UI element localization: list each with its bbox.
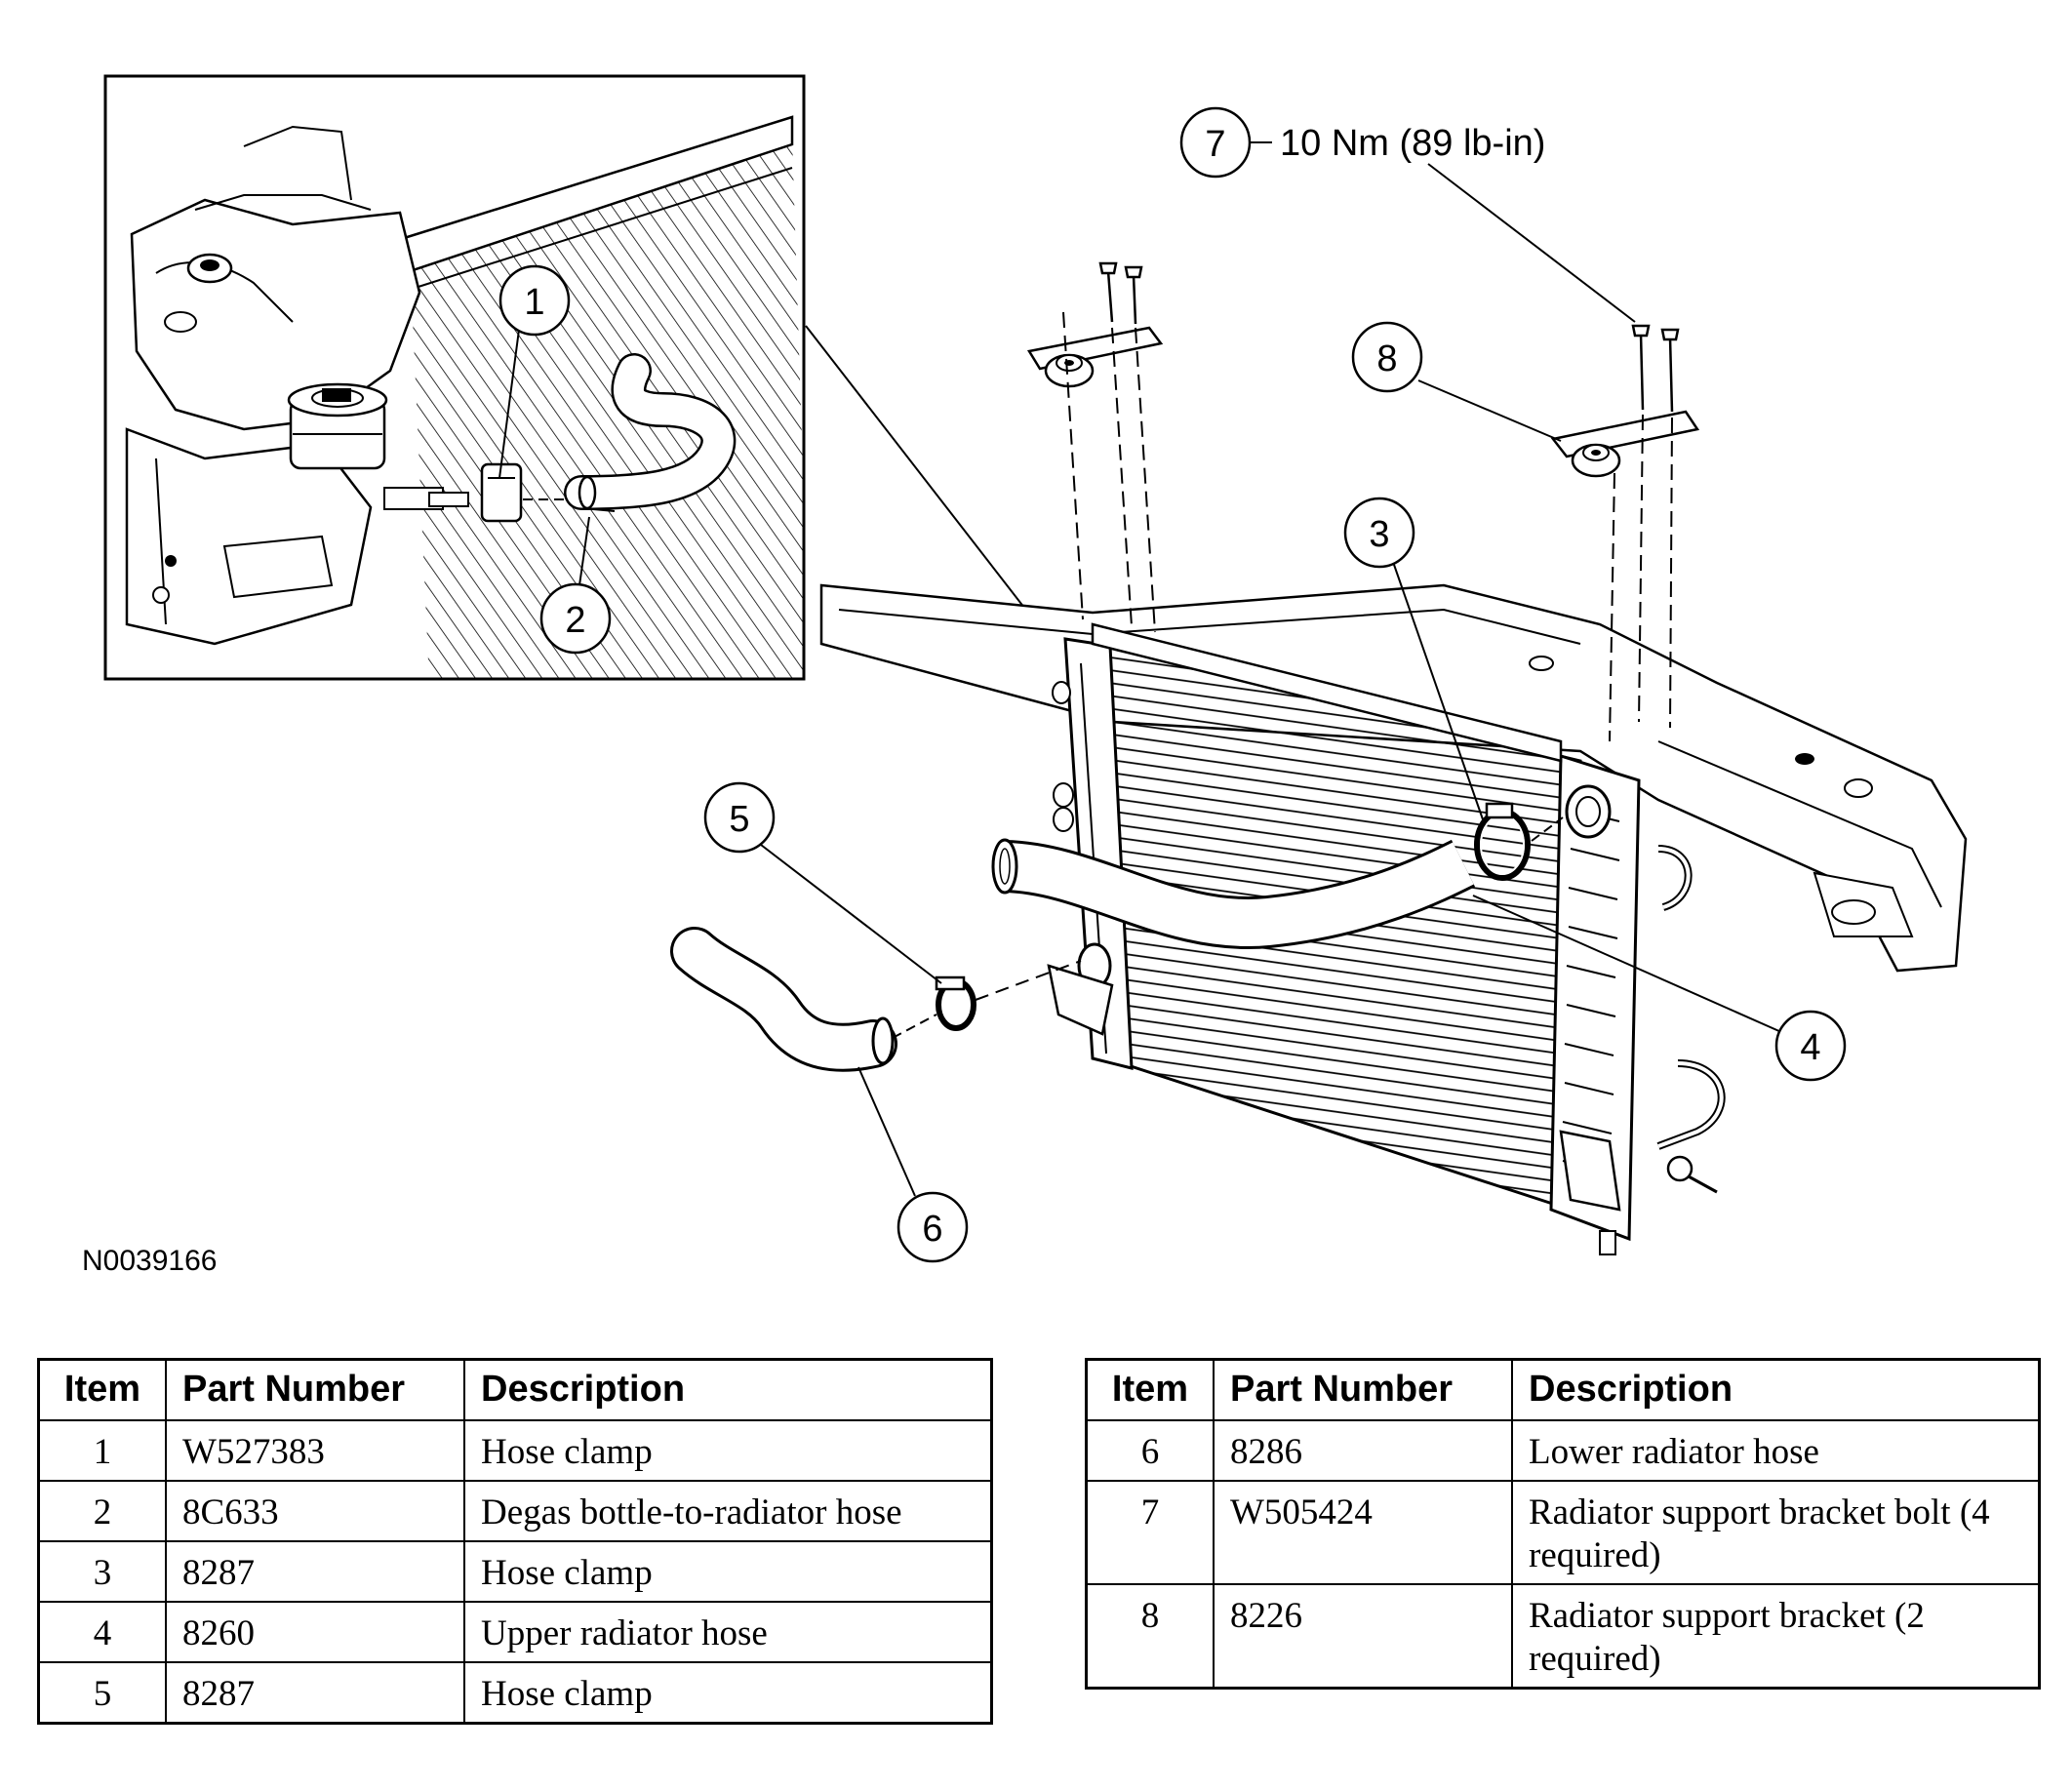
cell-part-number: 8286 [1213, 1419, 1513, 1482]
callout-8-label: 8 [1376, 338, 1397, 379]
hose-clamp-upper-drawing [1474, 802, 1531, 881]
radiator-assembly-drawing [670, 261, 1968, 1255]
radiator-support-bracket-right [1550, 410, 1700, 478]
parts-table-right: Item Part Number Description 6 8286 Lowe… [1085, 1358, 2041, 1690]
lower-radiator-hose-drawing [670, 927, 897, 1072]
bracket-bolts [1098, 261, 1680, 413]
cell-description: Radiator support bracket (2 required) [1511, 1583, 2041, 1690]
cell-item: 3 [37, 1540, 167, 1603]
cell-item: 4 [37, 1601, 167, 1663]
table-header-row: Item Part Number Description [1085, 1358, 2041, 1421]
figure-id: N0039166 [82, 1245, 218, 1277]
cell-item: 8 [1085, 1583, 1215, 1690]
callout-2: 2 [539, 516, 612, 655]
cell-item: 7 [1085, 1480, 1215, 1585]
torque-spec: 10 Nm (89 lb-in) [1280, 123, 1545, 164]
header-description: Description [463, 1358, 993, 1421]
table-row: 2 8C633 Degas bottle-to-radiator hose [37, 1480, 993, 1542]
cell-part-number: W505424 [1213, 1480, 1513, 1585]
cell-part-number: 8226 [1213, 1583, 1513, 1690]
radiator-support-bracket-left [1026, 326, 1164, 388]
table-row: 8 8226 Radiator support bracket (2 requi… [1085, 1583, 2041, 1690]
cell-description: Upper radiator hose [463, 1601, 993, 1663]
cell-description: Degas bottle-to-radiator hose [463, 1480, 993, 1542]
callout-4: 4 [1472, 895, 1847, 1082]
header-part-number: Part Number [1213, 1358, 1513, 1421]
cell-description: Radiator support bracket bolt (4 require… [1511, 1480, 2041, 1585]
callout-6-label: 6 [922, 1209, 942, 1250]
callout-5: 5 [703, 781, 942, 984]
cell-part-number: 8C633 [165, 1480, 465, 1542]
table-row: 4 8260 Upper radiator hose [37, 1601, 993, 1663]
callout-2-label: 2 [565, 600, 585, 641]
table-row: 5 8287 Hose clamp [37, 1661, 993, 1725]
hose-clamp-lower-drawing [935, 975, 976, 1031]
table-row: 1 W527383 Hose clamp [37, 1419, 993, 1482]
parts-table-left: Item Part Number Description 1 W527383 H… [37, 1358, 993, 1725]
callout-3-label: 3 [1369, 514, 1389, 555]
callout-3: 3 [1343, 497, 1484, 820]
table-row: 3 8287 Hose clamp [37, 1540, 993, 1603]
callout-1: 1 [498, 264, 571, 479]
cell-description: Hose clamp [463, 1540, 993, 1603]
callout-6: 6 [857, 1066, 969, 1263]
table-row: 6 8286 Lower radiator hose [1085, 1419, 2041, 1482]
cell-part-number: 8287 [165, 1661, 465, 1725]
callout-8: 8 [1351, 321, 1562, 442]
upper-radiator-hose-drawing [991, 838, 1476, 949]
cell-part-number: W527383 [165, 1419, 465, 1482]
cell-item: 6 [1085, 1419, 1215, 1482]
callout-7-label: 7 [1205, 124, 1225, 165]
header-item: Item [1085, 1358, 1215, 1421]
table-row: 7 W505424 Radiator support bracket bolt … [1085, 1480, 2041, 1585]
cell-description: Hose clamp [463, 1661, 993, 1725]
cell-item: 2 [37, 1480, 167, 1542]
callout-7: 7 10 Nm (89 lb-in) [1179, 106, 1636, 323]
inset-detail-view [103, 74, 806, 681]
cell-part-number: 8260 [165, 1601, 465, 1663]
table-header-row: Item Part Number Description [37, 1358, 993, 1421]
cell-description: Hose clamp [463, 1419, 993, 1482]
cell-item: 5 [37, 1661, 167, 1725]
exploded-view-figure: 1 2 3 4 5 6 7 10 Nm (89 lb-in) 8 [103, 74, 1968, 1263]
cell-part-number: 8287 [165, 1540, 465, 1603]
cell-item: 1 [37, 1419, 167, 1482]
cell-description: Lower radiator hose [1511, 1419, 2041, 1482]
header-description: Description [1511, 1358, 2041, 1421]
callout-5-label: 5 [729, 799, 749, 840]
header-item: Item [37, 1358, 167, 1421]
callout-1-label: 1 [524, 282, 544, 323]
callout-4-label: 4 [1800, 1027, 1820, 1068]
header-part-number: Part Number [165, 1358, 465, 1421]
